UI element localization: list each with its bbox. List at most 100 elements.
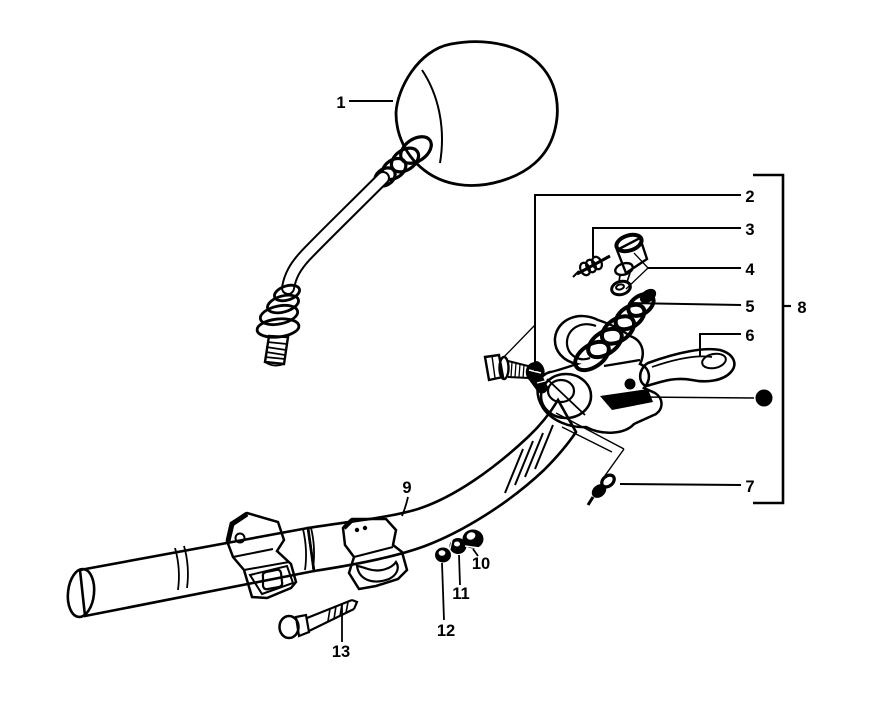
- bellows-rib-5: [573, 339, 611, 373]
- clamp-screw-slot: [528, 369, 542, 374]
- clip-tail: [586, 496, 595, 506]
- mirror-head: [394, 40, 559, 187]
- clamp-bottom-shadow: [600, 389, 653, 410]
- adjuster-bottom-ring: [614, 261, 634, 277]
- bellows-rib-4: [586, 326, 624, 360]
- mirror-glass-contour: [421, 69, 443, 164]
- lever-tip-pad: [701, 352, 727, 370]
- leader-2: [534, 194, 741, 371]
- leader-dot: [637, 396, 755, 399]
- callout-label-12: 12: [437, 622, 455, 640]
- mirror-lower-rib-3: [258, 303, 300, 327]
- bracket-right-slot: [355, 560, 399, 583]
- clamp-top-line: [603, 358, 641, 368]
- handlebar-tube: [66, 397, 578, 619]
- lever-bellows: [573, 288, 657, 373]
- bracket-right-edge: [342, 518, 354, 530]
- mirror-lower-rib-1: [273, 283, 301, 303]
- callout-label-10: 10: [472, 555, 490, 573]
- adjuster-bolt: [614, 232, 649, 283]
- leader-4-branches: [625, 252, 649, 290]
- bracket-left-panel: [248, 564, 295, 596]
- bolt-threads: [327, 601, 349, 622]
- bar-clamp-ring-inner: [546, 378, 576, 404]
- washer-outer: [610, 279, 632, 297]
- nut-10-facet: [464, 545, 480, 549]
- clamp-mirror-boss-curl: [565, 323, 597, 361]
- callout-label-7: 7: [745, 478, 754, 496]
- mirror-stud-threads: [264, 341, 288, 367]
- hex-nut-11: [449, 538, 467, 554]
- bolt-shaft: [306, 598, 359, 632]
- riser-bracket-left: [225, 511, 298, 600]
- riser-bracket-right: [341, 517, 409, 591]
- clamp-bolt-threads: [510, 361, 525, 379]
- group-bracket-8: [753, 173, 791, 505]
- bracket-right-outline: [341, 517, 409, 591]
- retainer-clip: [555, 412, 625, 506]
- clip-pointer-lines: [555, 412, 625, 478]
- callout-label-6: 6: [745, 327, 754, 345]
- brake-lever: [624, 347, 736, 390]
- clamp-bolt: [483, 353, 533, 382]
- leader-11: [458, 554, 461, 586]
- mirror-assembly: [255, 40, 559, 367]
- bracket-right-rivet-2: [362, 525, 368, 531]
- bracket-left-outline: [225, 511, 298, 600]
- lever-blade: [638, 347, 736, 388]
- callout-label-9: 9: [402, 479, 411, 497]
- adjuster-neck-lines: [618, 272, 631, 283]
- clamp-bolt-facet: [491, 355, 496, 379]
- handlebar-end-cap: [66, 567, 96, 619]
- spring-coil-1: [578, 261, 592, 277]
- callout-labels: 1 2 3 4 5 6 7 8 9 10 11 12 13: [332, 94, 807, 661]
- leader-10: [472, 548, 479, 557]
- clamp-bolt-head: [483, 353, 505, 382]
- mirror-stem-inner: [283, 173, 388, 293]
- lever-inner-line: [651, 355, 713, 368]
- grip-divider-ring-1: [174, 545, 189, 591]
- spring-coil-3: [590, 255, 604, 271]
- lever-pivot-bolt: [624, 378, 636, 390]
- bracket-left-slot-hole: [261, 568, 284, 591]
- adjuster-washer: [610, 279, 632, 297]
- nut-12-hole: [438, 550, 446, 556]
- clip-coil: [591, 484, 607, 498]
- bracket-left-edge: [225, 511, 249, 542]
- bar-knurl-ribs: [504, 424, 554, 494]
- callout-leader-lines: [341, 100, 755, 642]
- adjuster-body: [615, 236, 649, 275]
- leader-2-branch: [499, 324, 536, 362]
- leader-9: [401, 496, 409, 517]
- bracket-left-fold-lines: [232, 548, 290, 571]
- washer-hole: [615, 283, 625, 291]
- bracket-left-screw-hole: [234, 532, 246, 544]
- callout-label-8: 8: [797, 299, 806, 317]
- return-spring: [572, 254, 611, 278]
- callout-label-3: 3: [745, 221, 754, 239]
- nut-10-hole: [466, 532, 476, 540]
- nut-11-facet: [449, 539, 453, 550]
- hex-nut-10: [462, 529, 484, 549]
- handlebar-bar-outline: [306, 397, 578, 573]
- bracket-8-line: [753, 173, 785, 505]
- leader-12: [441, 562, 445, 621]
- bracket-right-fold-line: [353, 546, 394, 558]
- clamp-body-outline: [536, 314, 663, 434]
- clamp-split-line: [546, 378, 586, 416]
- leader-3: [592, 227, 741, 257]
- callout-label-11: 11: [452, 585, 469, 603]
- clamp-screw-body: [525, 361, 548, 394]
- washer-nut-12: [435, 547, 451, 563]
- filled-dot-marker: [755, 389, 773, 407]
- handlebar-grip-outline: [78, 526, 316, 618]
- callout-label-4: 4: [745, 261, 755, 279]
- callout-label-13: 13: [332, 643, 350, 661]
- clamp-screw-thread-gap: [536, 380, 546, 384]
- leader-6: [699, 333, 741, 356]
- leader-5: [629, 302, 742, 306]
- bracket-right-rivet-1: [354, 527, 360, 533]
- bolt-collar: [294, 613, 311, 638]
- adjuster-top-ring: [614, 232, 644, 254]
